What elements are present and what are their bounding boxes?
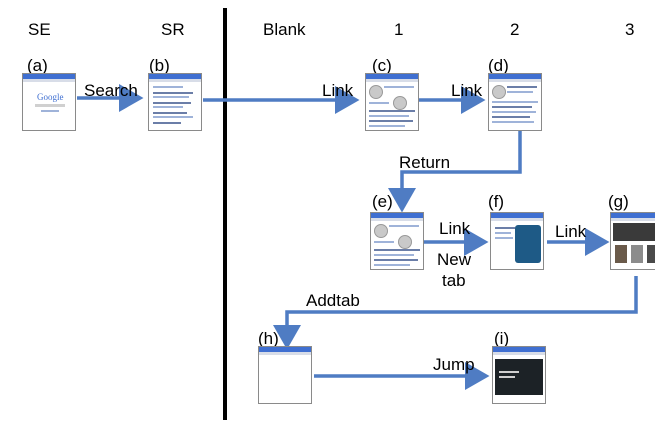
node-label-c: (c) — [372, 56, 392, 75]
thumbnail-product-page — [490, 212, 544, 270]
node-label-h: (h) — [258, 329, 279, 348]
edge-label-link-c-d: Link — [451, 81, 483, 100]
node-label-e: (e) — [372, 192, 393, 211]
google-logo: Google — [37, 92, 64, 102]
column-header-se: SE — [28, 20, 51, 39]
edge-label-tab: tab — [442, 271, 466, 290]
thumbnail-wiki-page-e — [370, 212, 424, 270]
edge-label-new: New — [437, 250, 472, 269]
edge-label-search: Search — [84, 81, 138, 100]
edge-label-addtab: Addtab — [306, 291, 360, 310]
node-label-d: (d) — [488, 56, 509, 75]
edge-label-link-b-c: Link — [322, 81, 354, 100]
node-label-i: (i) — [494, 329, 510, 348]
column-header-sr: SR — [161, 20, 185, 39]
thumbnail-search-results — [148, 73, 202, 131]
thumbnail-wiki-page-c — [365, 73, 419, 131]
node-label-g: (g) — [608, 192, 629, 211]
column-header-blank: Blank — [263, 20, 306, 39]
node-label-a: (a) — [27, 56, 48, 75]
column-header-1: 1 — [394, 20, 404, 39]
node-label-b: (b) — [149, 56, 170, 75]
edge-label-link-e-f: Link — [439, 219, 471, 238]
arrow-addtab — [273, 276, 638, 350]
column-header-3: 3 — [625, 20, 635, 39]
edge-label-return: Return — [399, 153, 451, 172]
thumbnail-search-engine: Google — [22, 73, 76, 131]
edge-label-jump: Jump — [433, 355, 475, 374]
thumbnail-dark-site — [610, 212, 655, 270]
thumbnail-wiki-article-d — [488, 73, 542, 131]
column-header-2: 2 — [510, 20, 520, 39]
thumbnail-landing-page — [492, 346, 546, 404]
thumbnail-blank-tab — [258, 346, 312, 404]
edge-label-link-f-g: Link — [555, 222, 587, 241]
arrow-return — [388, 129, 522, 213]
node-label-f: (f) — [488, 192, 505, 211]
